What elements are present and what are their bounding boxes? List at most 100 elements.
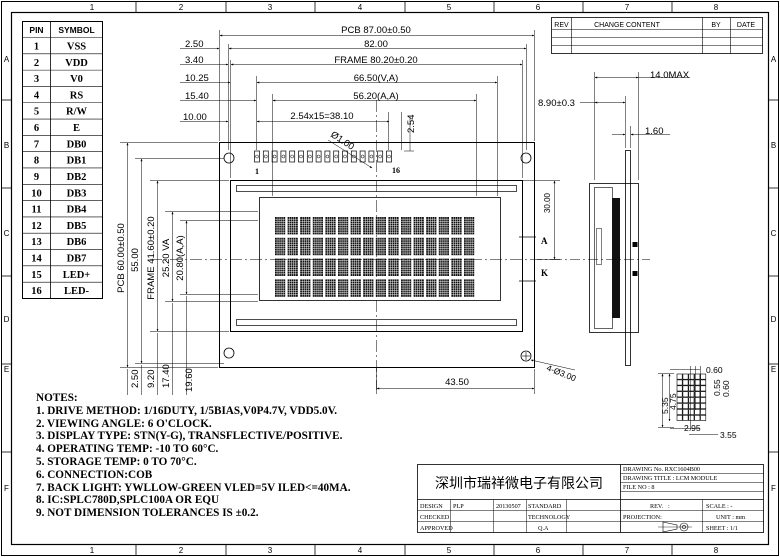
dot-cell: [676, 373, 683, 380]
dot-cell: [694, 403, 701, 409]
dot-cell: [694, 385, 701, 392]
design-by: PLP: [453, 503, 464, 510]
approved-label: APPROVED: [420, 525, 453, 532]
pin-pad: [298, 150, 304, 163]
dot-dim-060a: 0.60: [706, 365, 723, 375]
pin-symbol: DB4: [67, 205, 88, 216]
pin-pad: [280, 150, 287, 163]
standard-label: STANDARD: [528, 503, 562, 510]
dot-cell: [676, 379, 683, 386]
pin-pad: [324, 150, 331, 163]
col-top-1: 1: [90, 3, 95, 12]
pin-symbol: DB5: [67, 221, 87, 232]
pin-symbol: DB0: [67, 139, 87, 150]
dim-aa-height: 20.80(A,A): [175, 235, 186, 280]
drawing-no: DRAWING No. RXC1604B00: [623, 466, 700, 473]
dot-cell: [676, 414, 683, 421]
dot-cell: [700, 409, 707, 415]
mount-hole-tl: [223, 152, 235, 164]
col-top-5: 5: [447, 3, 452, 12]
pin-symbol: RS: [70, 90, 84, 101]
pin-number: 4: [34, 90, 40, 101]
pin-symbol: V0: [70, 74, 83, 85]
col-bottom-7: 7: [625, 546, 630, 555]
dim-340-top: 3.40: [185, 55, 204, 66]
qa-label: Q.A: [538, 525, 549, 532]
col-top-4: 4: [358, 3, 363, 12]
col-top-7: 7: [625, 3, 630, 12]
change-header: CHANGE CONTENT: [594, 22, 660, 29]
pin-pad: [377, 150, 384, 163]
dot-cell: [676, 403, 683, 409]
lcm-front-view: 1 16 A K: [150, 100, 570, 390]
drawing-title: DRAWING TITLE : LCM MODULE: [623, 475, 717, 482]
dot-dim-295: 2.95: [684, 423, 701, 433]
mount-hole-tr: [520, 152, 532, 164]
dot-cell: [694, 397, 701, 404]
notes-list: 1. DRIVE METHOD: 1/16DUTY, 1/5BIAS,V0P4.…: [36, 405, 351, 520]
pin-number: 8: [34, 156, 39, 167]
col-bottom-4: 4: [358, 546, 363, 555]
viewing-area: [259, 197, 501, 301]
pin-symbol: LED-: [64, 286, 90, 297]
right-dimensions: [523, 180, 560, 260]
pin-first-label: 1: [255, 167, 259, 176]
dim-1740-bottom: 17.40: [161, 364, 172, 388]
dot-cell: [688, 403, 695, 409]
pin-header-pads: [254, 150, 392, 163]
pin-pad: [333, 150, 340, 163]
lcm-side-view: [570, 150, 650, 366]
pin-number: 10: [31, 188, 42, 199]
pin-number: 12: [31, 221, 42, 232]
dot-cell: [676, 397, 683, 404]
pin-symbol: DB7: [67, 254, 87, 265]
row-left-c: C: [4, 229, 10, 238]
checked-label: CHECKED: [420, 514, 450, 521]
row-right-a: A: [771, 55, 777, 64]
technology-label: TECHNOLOGY: [528, 514, 571, 521]
pin-number: 2: [34, 58, 39, 69]
dim-va-width: 66.50(V,A): [354, 73, 399, 84]
dim-14max: 14.0MAX: [650, 70, 690, 81]
dot-cell: [700, 397, 707, 404]
note-item: 5. STORAGE TEMP: 0 TO 70°C.: [36, 455, 197, 468]
pin-symbol: VSS: [67, 42, 86, 53]
row-right-e: E: [771, 365, 776, 374]
company-name: 深圳市瑞祥微电子有限公司: [435, 475, 603, 491]
note-item: 7. BACK LIGHT: YWLLOW-GREEN VLED=5V ILED…: [36, 481, 351, 494]
row-right-d: D: [771, 315, 777, 324]
row-left-d: D: [4, 315, 10, 324]
pin-pad: [386, 150, 392, 163]
dot-cell: [688, 397, 695, 404]
col-bottom-5: 5: [447, 546, 452, 555]
rev-value: :: [668, 503, 670, 510]
dot-dim-355: 3.55: [720, 430, 737, 440]
dim-250-bottom: 2.50: [130, 370, 141, 389]
dot-dim-055: 0.55: [712, 379, 722, 396]
pin-symbol: E: [73, 123, 80, 134]
notes-title: NOTES:: [36, 392, 78, 404]
pin-number: 3: [34, 74, 39, 85]
pin-number: 6: [34, 123, 39, 134]
by-header: BY: [711, 22, 721, 29]
rev-label: REV.: [650, 503, 664, 510]
pin-symbol: DB6: [67, 237, 87, 248]
row-right-b: B: [771, 141, 776, 150]
dot-cell: [694, 391, 701, 398]
dim-aa-width: 56.20(A,A): [353, 91, 398, 102]
dot-cell: [682, 373, 689, 380]
pin-pad: [350, 150, 357, 163]
dot-cell: [682, 414, 689, 421]
sheet-label: SHEET : 1/1: [706, 525, 738, 532]
character-grid: [275, 217, 475, 297]
col-bottom-2: 2: [179, 546, 184, 555]
dim-30: 30.00: [543, 192, 552, 213]
pin-symbol: R/W: [66, 107, 88, 118]
pin-number: 7: [34, 139, 39, 150]
side-view-dimensions: [580, 72, 690, 180]
dot-cell: [688, 414, 695, 421]
pin-number: 14: [31, 254, 42, 265]
